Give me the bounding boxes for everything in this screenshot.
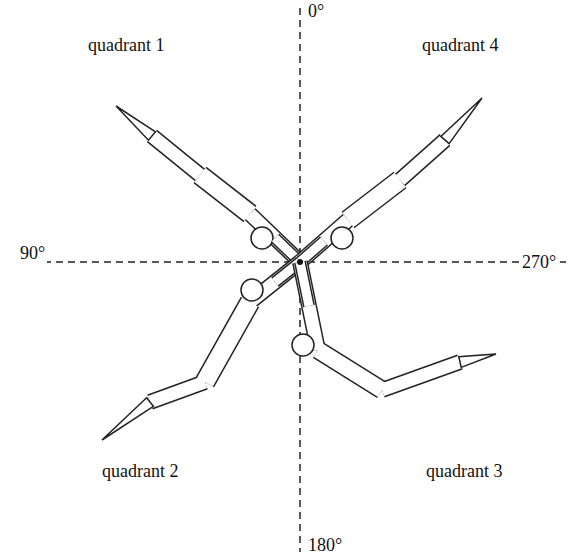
quadrant-label: quadrant 1: [86, 36, 166, 56]
hinge-circle: [241, 279, 263, 301]
hinge-circle: [251, 227, 273, 249]
limb-segment: [348, 180, 400, 220]
foot-tip: [459, 354, 496, 367]
limb-segment: [300, 241, 324, 262]
limb-segment: [382, 362, 460, 390]
limb-segment: [400, 140, 445, 180]
angle-label: 180°: [306, 536, 344, 556]
limb-segment: [205, 302, 250, 382]
quadrant-label: quadrant 4: [420, 36, 500, 56]
limb-segment: [205, 302, 250, 382]
foot-tip: [441, 98, 482, 144]
angle-label: 270°: [520, 253, 558, 273]
hinge-circle: [292, 334, 314, 356]
limb-segment: [382, 362, 460, 390]
limb-segment: [150, 382, 205, 402]
limb-segment: [300, 262, 309, 306]
limb-segment: [318, 350, 382, 390]
angle-label: 0°: [306, 2, 326, 22]
limb-segment: [150, 382, 205, 402]
limb-segment: [152, 136, 200, 175]
limb-segment: [250, 214, 300, 262]
limb-segment: [200, 175, 250, 214]
angle-label: 90°: [18, 244, 47, 264]
foot-tip: [102, 398, 153, 440]
limb-segment: [300, 241, 324, 262]
hinge-circle: [331, 227, 353, 249]
limb-segment: [300, 262, 309, 306]
limbs: [102, 98, 496, 440]
pivot-dot: [297, 259, 303, 265]
limb-segment: [318, 350, 382, 390]
quadrant-label: quadrant 3: [424, 462, 504, 482]
limb-segment: [348, 180, 400, 220]
limb-segment: [152, 136, 200, 175]
limb-segment: [250, 214, 300, 262]
quadrant-label: quadrant 2: [100, 462, 180, 482]
limb-segment: [400, 140, 445, 180]
limb-segment: [200, 175, 250, 214]
foot-tip: [116, 106, 156, 140]
